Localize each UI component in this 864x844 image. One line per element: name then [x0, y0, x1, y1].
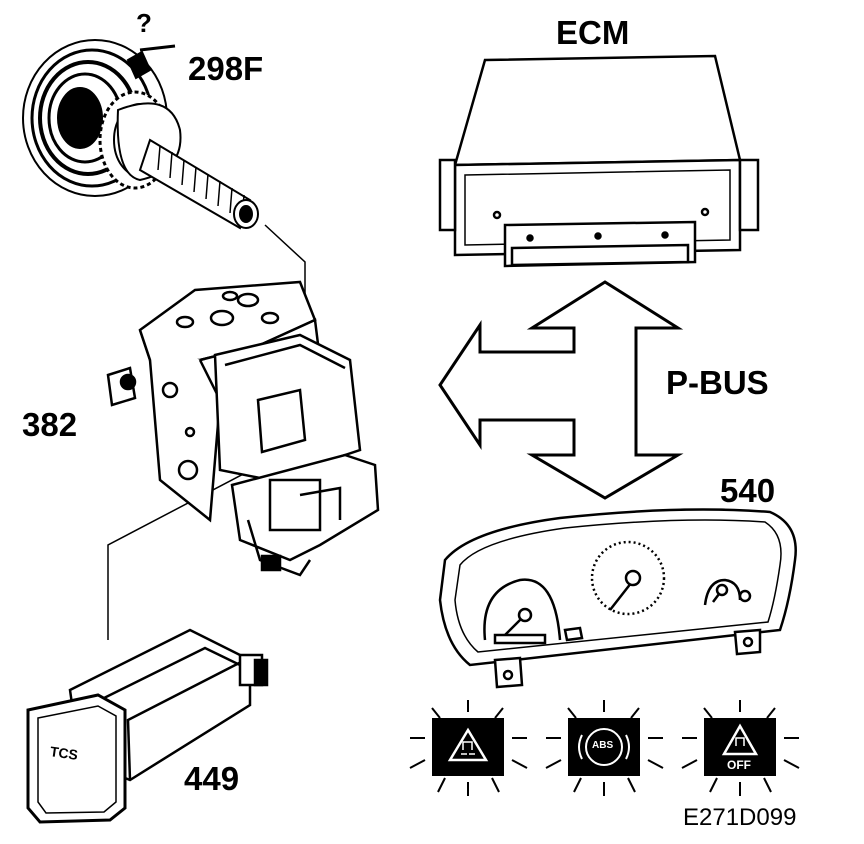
pbus-arrows	[438, 280, 684, 500]
instrument-cluster-label: 540	[720, 472, 776, 509]
warning-lamp-rays	[409, 700, 800, 796]
question-mark-label: ?	[136, 8, 152, 38]
instrument-cluster-drawing	[438, 508, 797, 689]
tcs-switch-text: TCS	[49, 743, 79, 763]
ecm-drawing	[438, 54, 760, 268]
abs-lamp	[568, 718, 640, 776]
pbus-label: P-BUS	[666, 364, 769, 401]
wheel-sensor-label: 298F	[188, 50, 264, 87]
tcs-switch-drawing	[26, 628, 269, 824]
abs-warning-icon	[585, 728, 623, 766]
tcs-off-lamp	[704, 718, 776, 776]
figure-reference: E271D099	[683, 804, 797, 831]
tcs-warning-icon	[447, 727, 489, 762]
tcs-switch-label: 449	[184, 760, 240, 797]
ecm-label: ECM	[556, 14, 630, 51]
tcs-off-warning-icon	[721, 723, 759, 756]
wheel-hub-drawing	[22, 39, 259, 230]
tcs-lamp	[432, 718, 504, 776]
hydraulic-unit-label: 382	[22, 406, 78, 443]
hydraulic-unit-drawing	[106, 280, 380, 577]
tcs-off-lamp-text: OFF	[727, 758, 751, 772]
abs-lamp-text: ABS	[592, 740, 614, 751]
